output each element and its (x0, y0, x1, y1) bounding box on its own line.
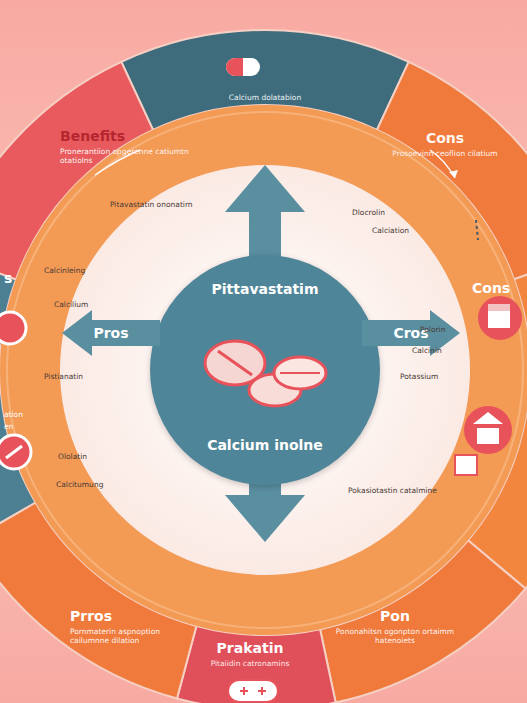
segment-text: Pronerantiion opgerenne catiumtn otatiol… (60, 147, 200, 166)
round-icons (0, 312, 31, 469)
segment-heading: Pon (330, 608, 460, 624)
ring-label: Calcinin (412, 346, 442, 355)
ring-segment (177, 626, 336, 703)
ring-label: Dlocrolin (352, 208, 385, 217)
ring-label: Pokasiotastin catalmine (348, 486, 437, 495)
pill-icon (226, 58, 260, 76)
segment-text: Calcium inolne (160, 437, 370, 453)
ring-label: Ololatin (58, 452, 87, 461)
box-icons (455, 296, 522, 475)
ring-label: Calcilium (54, 300, 88, 309)
segment-heading: s (4, 270, 28, 286)
segment-heading: Benefits (60, 128, 200, 144)
ring-label: Polorin (420, 325, 445, 334)
top-segment: Calcium dolatabion (175, 48, 355, 102)
benefits-segment: BenefitsPronerantiion opgerenne catiumtn… (60, 128, 200, 166)
segment-heading: Cons (385, 130, 505, 146)
segment-heading: Pittavastatim (160, 281, 370, 297)
segment-heading: Cons (472, 280, 525, 296)
segment-heading: Prros (70, 608, 200, 624)
ring-label: en (4, 422, 13, 431)
pros-segment: PrrosPornmaterin aspnoption cailumnne di… (70, 608, 200, 646)
ring-label: Calcitumung (56, 480, 103, 489)
inner-ring (0, 105, 527, 635)
cons-segment: ConsProsoevinn ceoflion cilatium (385, 130, 505, 158)
right-segment: Cons (472, 280, 525, 296)
pon-segment: PonPononahitsn ogonpton ortaimm hatenoie… (330, 608, 460, 646)
plus-pill (228, 680, 278, 702)
segment-heading: Prakatin (190, 640, 310, 656)
white-disc (60, 165, 470, 575)
segment-heading: Pros (93, 325, 128, 341)
segment-text: Pitaiidin catronamins (190, 659, 310, 668)
left-arrow: Pros (62, 310, 160, 356)
ring-label: Pistianatin (44, 372, 83, 381)
ring-label: ation (4, 410, 23, 419)
segment-text: Calcium dolatabion (175, 93, 355, 102)
left-segment: s (4, 270, 28, 286)
segment-text: Pornmaterin aspnoption cailumnne dilatio… (70, 627, 200, 646)
ring-label: Pitavastatin ononatirn (110, 200, 193, 209)
ring-label: Calciation (372, 226, 409, 235)
ring-label: Calcinleing (44, 266, 85, 275)
segment-text: Pononahitsn ogonpton ortaimm hatenoiets (330, 627, 460, 646)
ring-label: Potassium (400, 372, 438, 381)
prakatin-segment: PrakatinPitaiidin catronamins (190, 640, 310, 668)
segment-text: Prosoevinn ceoflion cilatium (385, 149, 505, 158)
center-circle: PittavastatimCalcium inolne (150, 255, 380, 485)
